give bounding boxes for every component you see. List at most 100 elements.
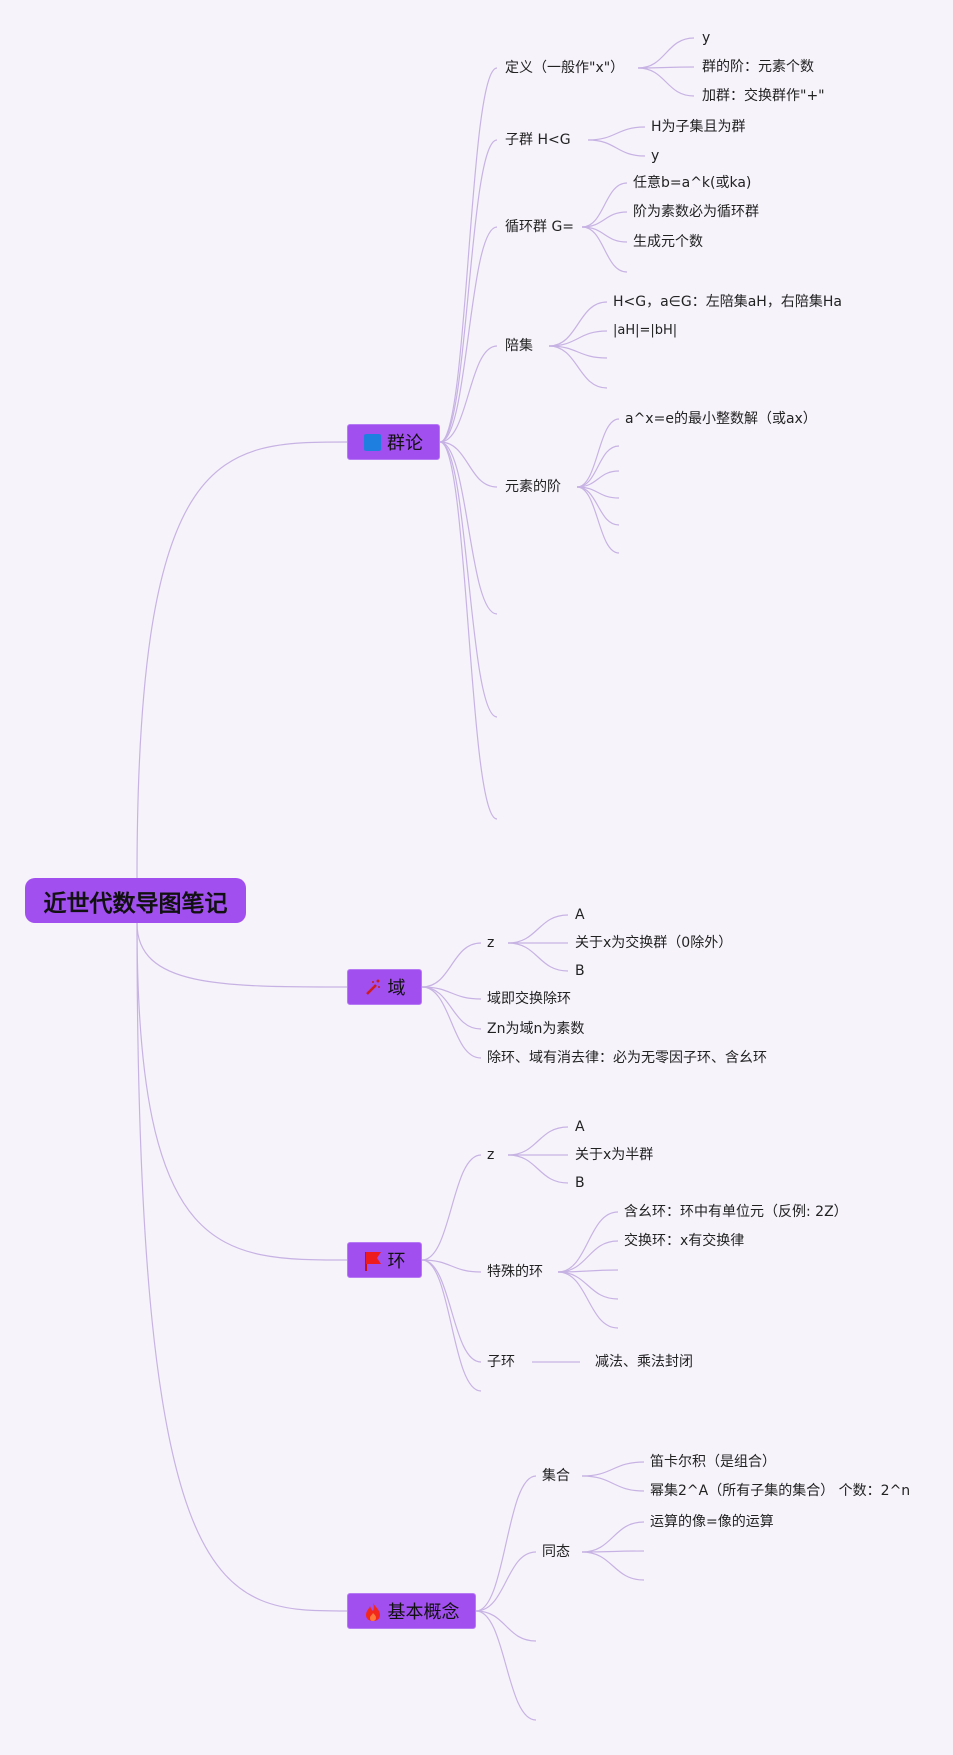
- subtopic-subring[interactable]: 子环: [487, 1354, 515, 1370]
- leaf[interactable]: 含幺环：环中有单位元（反例: 2Z）: [624, 1204, 848, 1220]
- connector-line: [439, 441, 498, 488]
- connector-line: [576, 418, 620, 488]
- leaf[interactable]: 关于x为半群: [575, 1147, 654, 1163]
- magic-wand-icon: [364, 978, 382, 996]
- leaf[interactable]: B: [575, 1175, 585, 1191]
- root-label: 近世代数导图笔记: [43, 890, 228, 917]
- connector-line: [439, 441, 498, 615]
- subtopic-z[interactable]: z: [487, 935, 495, 951]
- connector-line: [576, 486, 620, 554]
- connector-line: [475, 1610, 537, 1721]
- connector-line: [581, 1475, 645, 1492]
- topic-field[interactable]: 域: [347, 969, 422, 1005]
- connector-line: [576, 445, 620, 488]
- leaf[interactable]: H<G，a∈G：左陪集aH，右陪集Ha: [613, 294, 842, 310]
- leaf[interactable]: A: [575, 907, 585, 923]
- connector-line: [581, 182, 628, 228]
- connector-line: [136, 922, 348, 1261]
- subtopic-homomorphism[interactable]: 同态: [542, 1544, 570, 1560]
- leaf[interactable]: a^x=e的最小整数解（或ax）: [625, 411, 817, 427]
- connector-line: [637, 67, 695, 97]
- connector-line: [507, 942, 569, 972]
- connector-line: [136, 922, 348, 988]
- connector-line: [421, 986, 482, 1059]
- connector-line: [439, 67, 498, 443]
- leaf[interactable]: B: [575, 963, 585, 979]
- connector-line: [581, 211, 628, 228]
- connector-line: [587, 126, 646, 141]
- connector-line: [136, 441, 348, 879]
- connector-line: [581, 226, 628, 273]
- subtopic[interactable]: Zn为域n为素数: [487, 1021, 585, 1037]
- topic-label: 基本概念: [387, 1602, 460, 1623]
- leaf[interactable]: 运算的像=像的运算: [650, 1514, 774, 1530]
- connector-line: [421, 986, 482, 1000]
- connector-line: [581, 1551, 645, 1581]
- subtopic-set[interactable]: 集合: [542, 1468, 570, 1484]
- leaf[interactable]: H为子集且为群: [651, 119, 746, 135]
- leaf[interactable]: 幂集2^A（所有子集的集合） 个数：2^n: [650, 1483, 911, 1499]
- connector-line: [507, 1126, 569, 1156]
- subtopic-cyclic-group[interactable]: 循环群 G=: [505, 219, 575, 235]
- leaf[interactable]: y: [651, 148, 660, 164]
- connector-line: [421, 986, 482, 1030]
- topic-label: 域: [387, 978, 406, 999]
- connector-line: [439, 441, 498, 718]
- connector-line: [421, 1259, 482, 1363]
- connector-line: [557, 1240, 619, 1273]
- connector-line: [587, 139, 646, 157]
- connector-line: [421, 1259, 482, 1273]
- topic-basics[interactable]: 基本概念: [347, 1593, 476, 1629]
- connector-line: [548, 301, 608, 347]
- leaf[interactable]: 加群：交换群作"+": [702, 88, 825, 104]
- connector-line: [548, 345, 608, 359]
- root-node[interactable]: 近世代数导图笔记: [25, 878, 246, 923]
- subtopic-definition[interactable]: 定义（一般作"x"）: [505, 60, 625, 76]
- leaf[interactable]: 阶为素数必为循环群: [633, 204, 759, 220]
- connector-line: [637, 37, 695, 69]
- connector-line: [548, 330, 608, 347]
- connector-line: [507, 1154, 569, 1184]
- connector-line: [475, 1551, 537, 1612]
- fire-icon: [364, 1602, 382, 1621]
- leaf[interactable]: 关于x为交换群（0除外）: [575, 935, 733, 951]
- leaf[interactable]: 减法、乘法封闭: [595, 1354, 693, 1370]
- connector-line: [557, 1211, 619, 1273]
- leaf[interactable]: 交换环：x有交换律: [624, 1233, 745, 1249]
- connector-line: [581, 1521, 645, 1553]
- topic-label: 环: [387, 1251, 406, 1272]
- connector-line: [439, 441, 498, 820]
- connector-line: [421, 1259, 482, 1392]
- connector-line: [421, 942, 482, 988]
- leaf[interactable]: A: [575, 1119, 585, 1135]
- connector-line: [439, 226, 498, 443]
- leaf[interactable]: 生成元个数: [633, 234, 703, 250]
- leaf[interactable]: y: [702, 30, 711, 46]
- subtopic-element-order[interactable]: 元素的阶: [505, 479, 561, 495]
- leaf[interactable]: 任意b=a^k(或ka): [633, 175, 752, 191]
- subtopic[interactable]: 域即交换除环: [487, 991, 571, 1007]
- connector-line: [548, 345, 608, 389]
- topic-group-theory[interactable]: 群论: [347, 424, 440, 460]
- connector-line: [439, 345, 498, 443]
- subtopic-z[interactable]: z: [487, 1147, 495, 1163]
- subtopic-special-rings[interactable]: 特殊的环: [487, 1264, 543, 1280]
- connector-line: [557, 1271, 619, 1300]
- connector-line: [557, 1271, 619, 1329]
- topic-ring[interactable]: 环: [347, 1242, 422, 1278]
- connector-line: [581, 1461, 645, 1477]
- connector-line: [475, 1475, 537, 1612]
- flag-icon: [364, 1251, 382, 1271]
- connector-line: [576, 470, 620, 488]
- connector-line: [507, 914, 569, 944]
- leaf[interactable]: 群的阶：元素个数: [702, 59, 814, 75]
- connector-line: [421, 1154, 482, 1261]
- topic-label: 群论: [387, 433, 423, 454]
- connector-line: [439, 139, 498, 443]
- subtopic[interactable]: 除环、域有消去律：必为无零因子环、含幺环: [487, 1050, 767, 1066]
- subtopic-coset[interactable]: 陪集: [505, 338, 533, 354]
- leaf[interactable]: 笛卡尔积（是组合）: [650, 1454, 776, 1470]
- subtopic-subgroup[interactable]: 子群 H<G: [505, 132, 571, 148]
- leaf[interactable]: |aH|=|bH|: [613, 323, 678, 338]
